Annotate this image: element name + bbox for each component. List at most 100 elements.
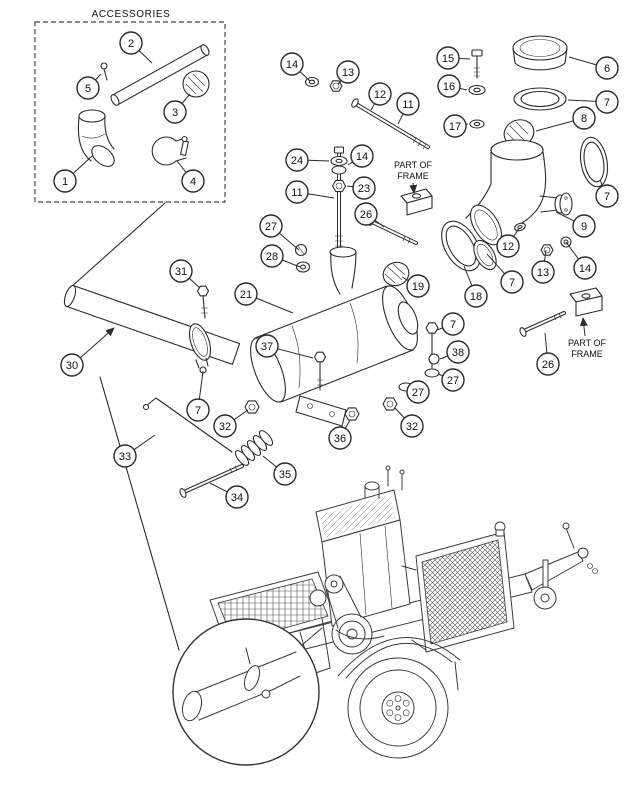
callout-balloon-12: 12 bbox=[368, 82, 392, 106]
accessory-clamp bbox=[151, 135, 189, 166]
tailpipe-connector-line bbox=[99, 376, 180, 651]
callout-balloon-31: 31 bbox=[169, 259, 193, 283]
svg-text:19: 19 bbox=[412, 281, 424, 293]
callout-balloon-14: 14 bbox=[350, 144, 374, 168]
callout-leader-11 bbox=[307, 193, 335, 199]
radiator bbox=[401, 521, 515, 653]
frame-bracket-middle bbox=[400, 188, 433, 216]
svg-text:30: 30 bbox=[66, 360, 78, 372]
svg-text:26: 26 bbox=[542, 359, 554, 371]
callout-leader-34 bbox=[209, 482, 228, 493]
callout-leader-14 bbox=[347, 161, 353, 166]
callout-balloon-28: 28 bbox=[260, 244, 284, 268]
bolt-31 bbox=[196, 285, 210, 319]
callout-balloon-37: 37 bbox=[255, 334, 279, 358]
callout-balloon-27: 27 bbox=[441, 368, 465, 392]
svg-text:26: 26 bbox=[360, 209, 372, 221]
svg-text:7: 7 bbox=[450, 319, 456, 331]
callout-balloon-3: 3 bbox=[163, 100, 187, 124]
callout-leader-11 bbox=[397, 113, 404, 125]
svg-text:14: 14 bbox=[286, 59, 298, 71]
callout-leader-8 bbox=[535, 120, 574, 132]
callout-leader-31 bbox=[188, 277, 201, 289]
diagram-artwork bbox=[34, 21, 609, 766]
callout-leader-32 bbox=[394, 407, 405, 419]
svg-text:7: 7 bbox=[604, 97, 610, 109]
callout-balloon-7: 7 bbox=[500, 270, 524, 294]
mounting-rod-assembly bbox=[304, 76, 430, 150]
svg-text:27: 27 bbox=[447, 375, 459, 387]
callout-balloon-12: 12 bbox=[496, 234, 520, 258]
frame-bracket-right bbox=[569, 287, 603, 317]
lock-washer-27 bbox=[294, 243, 308, 257]
callout-balloon-9: 9 bbox=[572, 214, 596, 238]
part-of-frame-label-right-line2: FRAME bbox=[571, 349, 603, 359]
callout-leader-19 bbox=[401, 276, 409, 282]
callout-balloon-5: 5 bbox=[76, 76, 100, 100]
callout-leader-4 bbox=[176, 160, 187, 173]
nut-32-left bbox=[244, 400, 260, 414]
muffler-body-21 bbox=[250, 285, 419, 403]
frame-bolt-right bbox=[519, 311, 566, 337]
svg-text:31: 31 bbox=[175, 266, 187, 278]
callout-leader-27 bbox=[437, 373, 443, 377]
callout-leader-28 bbox=[282, 259, 301, 268]
callout-leader-27 bbox=[279, 232, 300, 251]
svg-text:34: 34 bbox=[231, 492, 243, 504]
callout-leader-35 bbox=[262, 455, 277, 468]
callout-balloon-23: 23 bbox=[352, 176, 376, 200]
hex-bolt-15 bbox=[471, 49, 483, 79]
washer-17 bbox=[469, 119, 485, 129]
flat-washer-28 bbox=[295, 261, 311, 273]
exhaust-outlet-detail bbox=[181, 647, 301, 722]
svg-text:23: 23 bbox=[358, 183, 370, 195]
svg-text:17: 17 bbox=[449, 121, 461, 133]
bolt-37 bbox=[313, 351, 327, 391]
callout-balloon-16: 16 bbox=[437, 74, 461, 98]
callout-balloon-11: 11 bbox=[396, 92, 420, 116]
callout-leader-5 bbox=[95, 73, 102, 81]
callout-leader-30 bbox=[79, 327, 115, 359]
accessories-label: ACCESSORIES bbox=[92, 9, 171, 20]
callout-balloon-17: 17 bbox=[443, 114, 467, 138]
callout-balloon-35: 35 bbox=[273, 462, 297, 486]
svg-text:37: 37 bbox=[261, 341, 273, 353]
svg-text:33: 33 bbox=[119, 451, 131, 463]
callout-leader-13 bbox=[337, 80, 342, 85]
svg-text:11: 11 bbox=[291, 187, 302, 199]
svg-text:9: 9 bbox=[581, 221, 587, 233]
svg-text:3: 3 bbox=[172, 107, 178, 119]
callout-balloon-27: 27 bbox=[259, 214, 283, 238]
callout-balloon-15: 15 bbox=[436, 46, 460, 70]
machine-illustration bbox=[172, 465, 598, 766]
callout-balloon-21: 21 bbox=[234, 282, 258, 306]
callout-balloon-layer: 12 5 34 14 13 12 11 15 16 6 7 17 8 24 14 23 11 26 27 28 7 9 1 2… bbox=[53, 31, 619, 509]
svg-text:6: 6 bbox=[604, 63, 610, 75]
svg-text:21: 21 bbox=[240, 289, 252, 301]
rain-cap-6 bbox=[512, 35, 568, 71]
callout-balloon-32: 32 bbox=[400, 414, 424, 438]
callout-balloon-30: 30 bbox=[60, 353, 84, 377]
callout-balloon-8: 8 bbox=[572, 106, 596, 130]
callout-balloon-27: 27 bbox=[406, 380, 430, 404]
svg-text:12: 12 bbox=[374, 89, 386, 101]
callout-leader-14 bbox=[299, 71, 311, 82]
callout-balloon-24: 24 bbox=[285, 148, 309, 172]
callout-leader-37 bbox=[277, 348, 314, 359]
callout-balloon-1: 1 bbox=[53, 169, 77, 193]
gasket-ring-7-side bbox=[579, 136, 609, 188]
gasket-ring-7-joint bbox=[473, 239, 497, 271]
long-bolt-34 bbox=[179, 464, 244, 498]
svg-text:16: 16 bbox=[443, 81, 455, 93]
tailpipe-30 bbox=[63, 284, 241, 365]
part-of-frame-arrow-middle bbox=[409, 182, 418, 194]
outlet-elbow-assembly bbox=[382, 35, 609, 337]
engine-block bbox=[309, 465, 411, 655]
callout-leader-32 bbox=[233, 409, 249, 421]
callout-balloon-13: 13 bbox=[531, 260, 555, 284]
svg-text:7: 7 bbox=[509, 277, 515, 289]
part-of-frame-label-middle-line1: PART OF bbox=[394, 160, 433, 170]
callout-balloon-7: 7 bbox=[186, 398, 210, 422]
